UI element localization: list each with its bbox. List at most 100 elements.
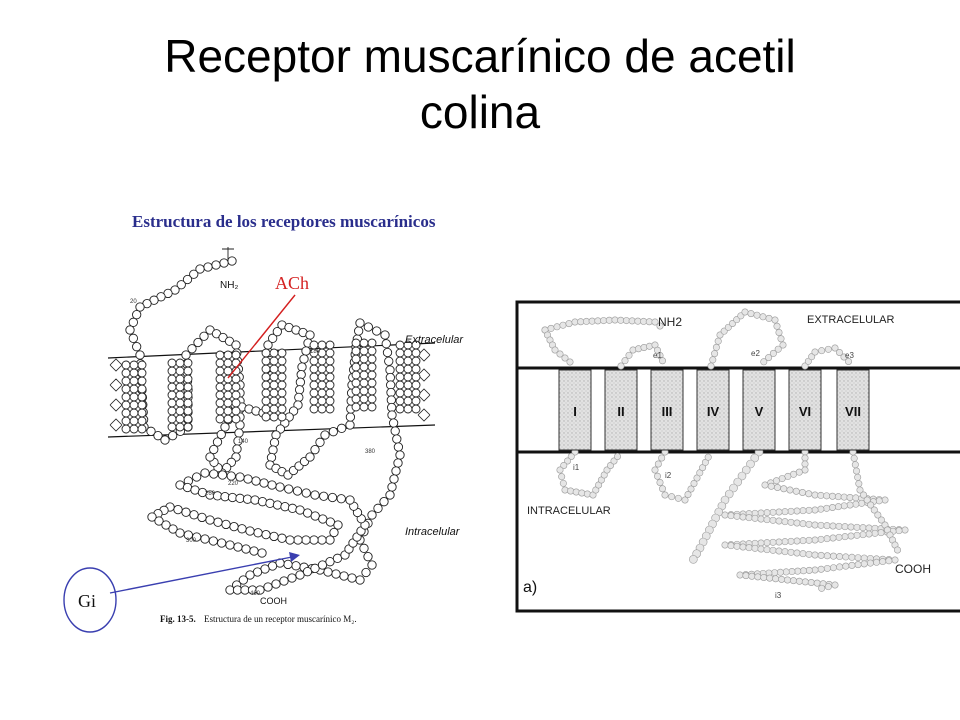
loop-residue: [656, 322, 664, 330]
helix-residue: [309, 404, 319, 414]
amino-acid-residue: [325, 517, 336, 527]
loop-residue: [863, 496, 871, 504]
amino-acid-residue: [216, 429, 226, 440]
helix-label: V: [755, 404, 764, 419]
amino-acid-residue: [329, 527, 339, 538]
helix-residue: [367, 354, 377, 364]
amino-acid-residue: [388, 418, 399, 428]
loop-residue: [760, 358, 768, 366]
amino-acid-residue: [294, 385, 305, 395]
amino-acid-residue: [268, 445, 278, 455]
loop-residue: [547, 324, 555, 332]
loop-chains: [541, 308, 909, 592]
amino-acid-residue: [392, 434, 402, 444]
slide-title-line-1: Receptor muscarínico de acetil: [164, 30, 796, 82]
loop-residue: [774, 345, 782, 353]
loop-residue: [753, 311, 761, 319]
loop-residue: [559, 479, 567, 487]
caption-text: Estructura de un receptor muscarínico M₂…: [204, 614, 357, 624]
loop-residue: [736, 571, 744, 579]
loop-residue: [771, 569, 779, 577]
amino-acid-residue: [345, 412, 356, 422]
amino-acid-residue: [387, 482, 397, 492]
helix-residue: [309, 372, 319, 382]
loop-residue: [847, 532, 855, 540]
amino-acid-residue: [336, 494, 346, 504]
helix-residue: [175, 374, 185, 384]
loop-residue: [829, 534, 837, 542]
loop-residue: [808, 353, 816, 361]
loop-residue: [811, 536, 819, 544]
loop-residue: [840, 353, 848, 361]
amino-acid-residue: [255, 585, 265, 595]
residue-chain: [121, 247, 421, 595]
amino-acid-residue: [212, 437, 223, 447]
amino-acid-residue: [257, 497, 268, 507]
helix-residue: [367, 394, 377, 404]
loop-label-e2: e2: [751, 349, 760, 358]
amino-acid-residue: [237, 524, 247, 534]
amino-acid-residue: [320, 430, 330, 440]
amino-acid-residue: [221, 519, 231, 530]
amino-acid-residue: [302, 508, 313, 518]
loop-residue: [841, 533, 849, 541]
loop-residue: [781, 508, 789, 516]
loop-residue: [794, 567, 802, 575]
helix-residue: [183, 374, 193, 384]
loop-residue: [871, 529, 879, 537]
amino-acid-residue: [231, 340, 241, 350]
helix-residue: [231, 374, 241, 384]
lipid-head: [109, 398, 123, 412]
helix-residue: [367, 346, 377, 356]
helix-residue: [411, 404, 421, 414]
helix-residue: [167, 390, 177, 400]
amino-acid-residue: [331, 569, 341, 579]
amino-acid-residue: [363, 322, 373, 332]
loop-residue: [781, 518, 789, 526]
loop-residue: [847, 523, 855, 531]
loop-residue: [818, 584, 826, 592]
amino-acid-residue: [154, 516, 164, 526]
loop-residue: [805, 490, 813, 498]
amino-acid-residue: [393, 458, 403, 468]
loop-residue: [805, 520, 813, 528]
helix-residue: [129, 416, 139, 426]
helix-residue: [411, 372, 421, 382]
amino-acid-residue: [182, 274, 193, 285]
helix-residue: [167, 414, 177, 424]
slide-title-line-2: colina: [419, 86, 541, 138]
extracellular-label: Extracelular: [405, 334, 464, 346]
loop-residue: [840, 493, 848, 501]
amino-acid-residue: [199, 331, 209, 341]
loop-residue: [829, 522, 837, 530]
helix-residue: [317, 364, 327, 374]
helix-residue: [325, 364, 335, 374]
helix-residue: [183, 406, 193, 416]
helix-residue: [403, 356, 413, 366]
loop-residue: [681, 496, 689, 504]
loop-residue: [724, 489, 734, 499]
helix-residue: [317, 388, 327, 398]
amino-acid-residue: [372, 326, 382, 336]
helix-residue: [175, 414, 185, 424]
loop-residue: [567, 453, 575, 461]
amino-acid-residue: [153, 431, 163, 441]
helix-residue: [277, 388, 287, 398]
amino-acid-residue: [385, 490, 395, 500]
amino-acid-residue: [382, 347, 393, 358]
amino-acid-residue: [319, 491, 329, 501]
amino-acid-residue: [293, 535, 303, 545]
amino-acid-residue: [241, 544, 251, 554]
loop-residue: [560, 462, 568, 470]
loop-residue: [865, 524, 873, 532]
caption-fig: Fig. 13-5.: [160, 614, 196, 624]
loop-residue: [798, 489, 806, 497]
amino-acid-residue: [380, 330, 390, 340]
nh2-terminal-mark: [222, 247, 234, 261]
loop-residue: [556, 350, 564, 358]
loop-residue: [846, 501, 854, 509]
helix-residue: [269, 396, 279, 406]
loop-residue: [877, 529, 885, 537]
loop-residue: [799, 550, 807, 558]
amino-acid-residue: [205, 452, 215, 462]
